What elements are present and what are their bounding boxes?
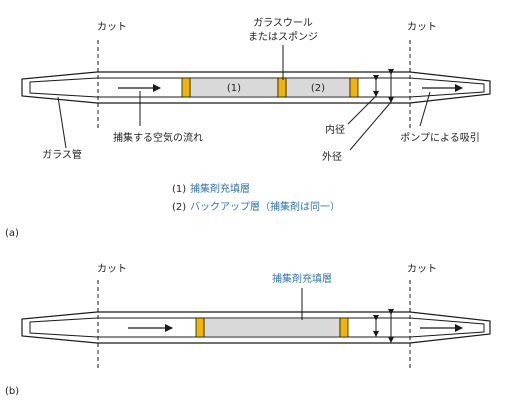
glass-wool-plug-middle [277, 77, 287, 98]
panel-b: カット カット 捕集剤充填層 (b) [5, 263, 491, 397]
section2-marker: (2) [311, 83, 325, 94]
inner-diameter-label: 内径 [325, 123, 345, 136]
legend-text-2: バックアップ層（捕集剤は同一） [190, 200, 340, 213]
legend-text-1: 捕集剤充填層 [190, 182, 250, 195]
legend-marker-2: (2) [172, 202, 186, 213]
cut-label-right: カット [407, 21, 437, 33]
inner-diameter-leader [347, 95, 377, 125]
glass-wool-plug-left [181, 77, 191, 98]
panel-a: (1) (2) カット カット ガラスウール またはスポンジ 捕集する空気の流れ… [5, 17, 491, 239]
cut-label-left-b: カット [97, 263, 127, 275]
packed-layer-label: 捕集剤充填層 [272, 272, 332, 285]
sorbent-packed-layer [203, 317, 341, 338]
legend: (1) 捕集剤充填層 (2) バックアップ層（捕集剤は同一） [172, 182, 340, 213]
panel-b-label: (b) [5, 386, 19, 397]
glass-wool-plug-right [349, 77, 359, 98]
pump-suction-label: ポンプによる吸引 [400, 132, 479, 144]
glass-wool-plug-right-b [339, 317, 349, 338]
cut-label-left: カット [97, 21, 127, 33]
air-flow-label: 捕集する空気の流れ [113, 131, 203, 144]
glass-wool-plug-left-b [195, 317, 205, 338]
panel-a-label: (a) [5, 228, 19, 239]
outer-diameter-label: 外径 [322, 150, 342, 163]
pump-leader [419, 91, 431, 127]
glass-tube-label: ガラス管 [42, 148, 82, 161]
legend-marker-1: (1) [172, 184, 186, 195]
glass-wool-label-line2: またはスポンジ [248, 31, 318, 43]
outer-diameter-leader [349, 101, 392, 151]
glass-wool-label-line1: ガラスウール [253, 17, 313, 29]
section1-marker: (1) [227, 83, 241, 94]
cut-label-right-b: カット [407, 263, 437, 275]
glass-tube-leader [57, 96, 67, 149]
